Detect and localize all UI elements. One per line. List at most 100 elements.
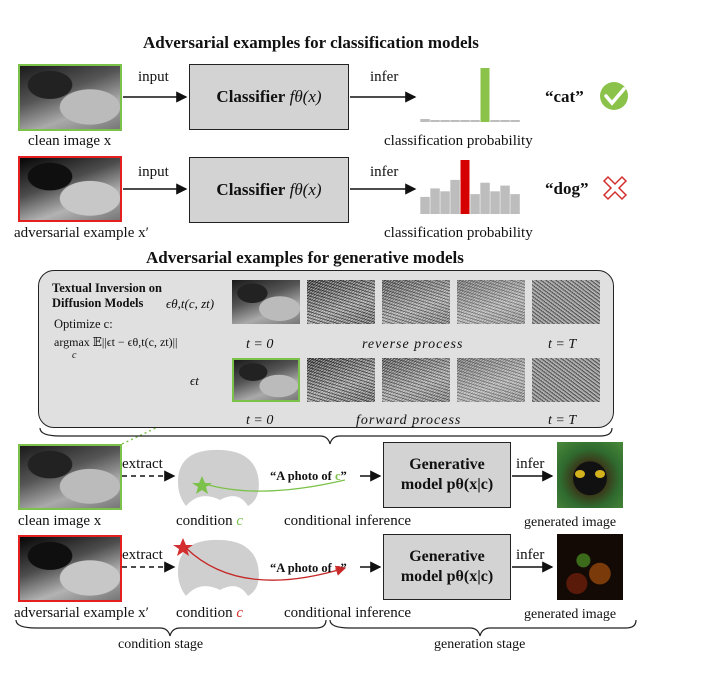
- reverse-label: reverse process: [362, 337, 464, 352]
- prob-bar: [460, 160, 470, 214]
- infer-label-1: infer: [370, 69, 399, 85]
- generated-cat-image: [557, 442, 623, 508]
- argmax-label: argmax 𝔼||ϵt − ϵθ,t(c, zt)||: [54, 335, 178, 349]
- green-star-icon: [192, 476, 212, 494]
- red-curve-arrow: [185, 547, 347, 581]
- condition-c-2: c: [236, 605, 244, 621]
- prob-bar: [480, 182, 490, 214]
- condition-stage-label: condition stage: [118, 637, 204, 652]
- adversarial-caption: adversarial example x′: [14, 225, 149, 241]
- reverse-frame-3: [382, 280, 450, 324]
- generative-title: Adversarial examples for generative mode…: [146, 248, 464, 267]
- generation-stage-label: generation stage: [434, 637, 526, 652]
- prob-bar: [480, 68, 490, 122]
- extract-label-2: extract: [122, 547, 163, 563]
- classifier-word-1: Classifier: [216, 87, 286, 106]
- cond-inference-2: conditional inference: [284, 605, 412, 621]
- reverse-frame-5: [532, 280, 600, 324]
- prompt-2-c: c: [334, 561, 341, 575]
- prob-bar: [470, 194, 480, 214]
- gen-infer-label-2: infer: [516, 547, 545, 563]
- classifier-box-2: Classifier fθ(x): [189, 157, 349, 223]
- panel-heading-2: Diffusion Models: [52, 296, 144, 310]
- eps-t-label: ϵt: [190, 373, 199, 388]
- prompt-2-pre: “A photo of: [270, 561, 335, 575]
- tT-top: t = T: [548, 337, 577, 352]
- input-label-2: input: [138, 164, 169, 180]
- generative-box-2: Generative model pθ(x|c): [383, 534, 511, 600]
- result-cat: “cat”: [545, 87, 584, 106]
- classifier-box-1: Classifier fθ(x): [189, 64, 349, 130]
- infer-label-2: infer: [370, 164, 399, 180]
- reverse-frame-1: [232, 280, 300, 324]
- condition-label-2: condition c: [176, 606, 243, 621]
- gen-line1-2: Generative: [409, 548, 485, 565]
- condition-shape-2: [178, 539, 259, 596]
- prob-bar: [430, 188, 440, 214]
- generated-adversarial-image: [557, 534, 623, 600]
- forward-frame-1: [232, 358, 300, 402]
- prob-caption-2: classification probability: [384, 225, 533, 241]
- cond-inference-1: conditional inference: [284, 513, 412, 529]
- gen-line2-1: model pθ(x|c): [400, 476, 494, 493]
- gen-adversarial-image-thumb: [18, 535, 122, 602]
- forward-frame-4: [457, 358, 525, 402]
- clean-image-thumb: [18, 64, 122, 131]
- gen-clean-caption: clean image x: [18, 513, 102, 529]
- prompt-2-post: ”: [340, 561, 347, 575]
- condition-word-1: condition: [176, 513, 233, 529]
- prob-caption-1: classification probability: [384, 133, 533, 149]
- condition-label-1: condition c: [176, 514, 243, 529]
- prompt-1: “A photo of c”: [270, 470, 347, 483]
- gen-adversarial-caption: adversarial example x′: [14, 605, 149, 621]
- gen-line2-2: model pθ(x|c): [400, 568, 494, 585]
- gen-infer-label-1: infer: [516, 456, 545, 472]
- result-dog: “dog”: [545, 179, 589, 198]
- t0-bottom: t = 0: [246, 413, 274, 428]
- prob-bar: [450, 120, 460, 122]
- prob-chart-1: [420, 68, 520, 122]
- tT-bottom: t = T: [548, 413, 577, 428]
- adversarial-image-thumb: [18, 156, 122, 222]
- prompt-1-post: ”: [340, 469, 347, 483]
- prob-bar: [510, 194, 520, 214]
- red-star-icon: [173, 538, 193, 556]
- prompt-1-pre: “A photo of: [270, 469, 335, 483]
- t0-top: t = 0: [246, 337, 274, 352]
- prob-bar: [490, 120, 500, 122]
- condition-shape-1: [178, 449, 259, 506]
- prob-bar: [440, 191, 450, 214]
- reverse-frame-4: [457, 280, 525, 324]
- prob-bar: [510, 120, 520, 122]
- prompt-1-c: c: [334, 469, 341, 483]
- condition-c-1: c: [236, 513, 244, 529]
- forward-frame-3: [382, 358, 450, 402]
- forward-frame-5: [532, 358, 600, 402]
- prob-bar: [430, 120, 440, 122]
- reverse-frame-2: [307, 280, 375, 324]
- cross-icon: [602, 175, 628, 201]
- forward-label: forward process: [356, 413, 462, 428]
- input-label-1: input: [138, 69, 169, 85]
- prompt-2: “A photo of c”: [270, 562, 347, 575]
- classifier-fn-2: fθ(x): [289, 180, 322, 199]
- prob-bar: [440, 120, 450, 122]
- prob-bar: [470, 120, 480, 122]
- eps-model-label: ϵθ,t(c, zt): [166, 296, 215, 311]
- prob-bar: [490, 191, 500, 214]
- gen-line1-1: Generative: [409, 456, 485, 473]
- prob-bar: [420, 196, 430, 214]
- generated-caption-1: generated image: [524, 515, 617, 530]
- prob-bar: [500, 120, 510, 122]
- panel-brace: [39, 427, 613, 445]
- condition-word-2: condition: [176, 605, 233, 621]
- prob-bar: [460, 120, 470, 122]
- argmax-sub: c: [72, 350, 77, 361]
- classification-title: Adversarial examples for classification …: [143, 33, 479, 52]
- gen-clean-image-thumb: [18, 444, 122, 510]
- check-icon: [600, 82, 628, 110]
- clean-image-caption: clean image x: [28, 133, 112, 149]
- forward-frame-2: [307, 358, 375, 402]
- extract-label-1: extract: [122, 456, 163, 472]
